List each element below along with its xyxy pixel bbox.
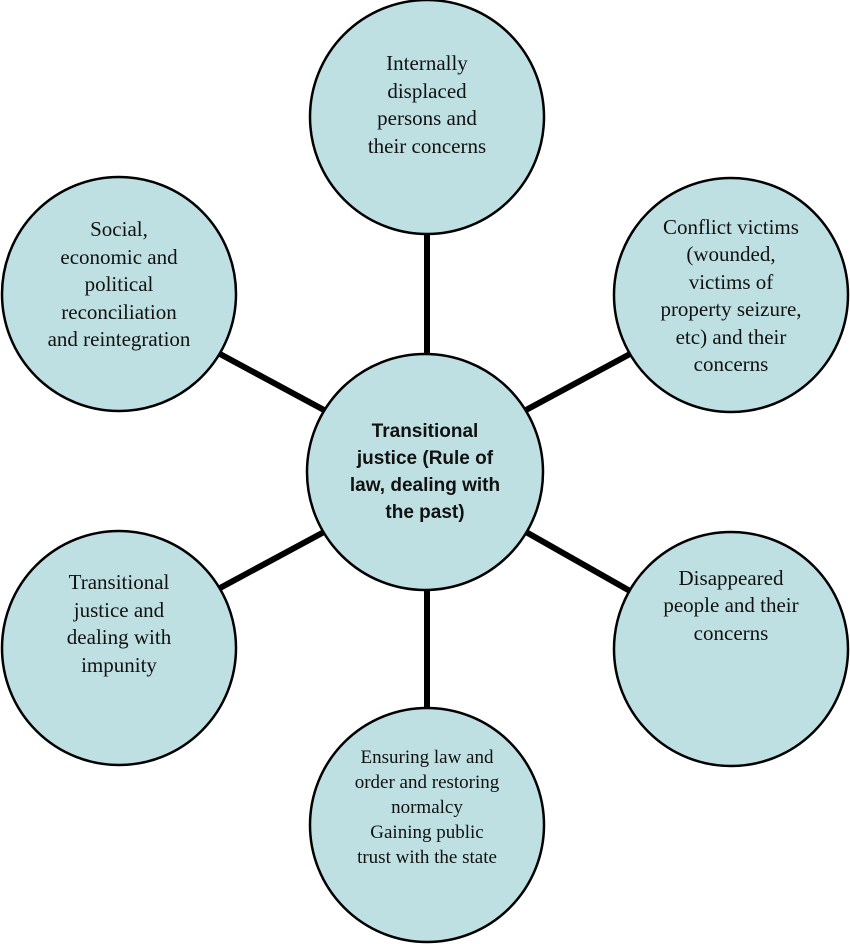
node-label-idp: Internally displaced persons and their c… [367, 51, 487, 158]
connector-conflict-victims [524, 351, 632, 413]
node-circle-disappeared [612, 530, 850, 768]
node-label-reconciliation: Social, economic and political reconcili… [47, 217, 191, 352]
node-circle-reconciliation [0, 175, 238, 413]
node-label-conflict-victims: Conflict victims (wounded, victims of pr… [660, 214, 802, 377]
node-label-law-order: Ensuring law and order and restoring nor… [354, 746, 500, 868]
connector-reconciliation [218, 351, 326, 413]
connector-impunity [218, 529, 326, 591]
connector-disappeared [524, 529, 632, 594]
node-label-impunity: Transitional justice and dealing with im… [66, 570, 172, 677]
center-label: Transitional justice (Rule of law, deali… [349, 421, 501, 523]
node-circle-law-order [308, 706, 546, 944]
node-circle-conflict-victims [612, 176, 850, 414]
node-label-disappeared: Disappeared people and their concerns [663, 565, 799, 645]
center-circle [305, 352, 545, 592]
node-circle-idp [308, 0, 546, 236]
node-circle-impunity [0, 529, 238, 767]
